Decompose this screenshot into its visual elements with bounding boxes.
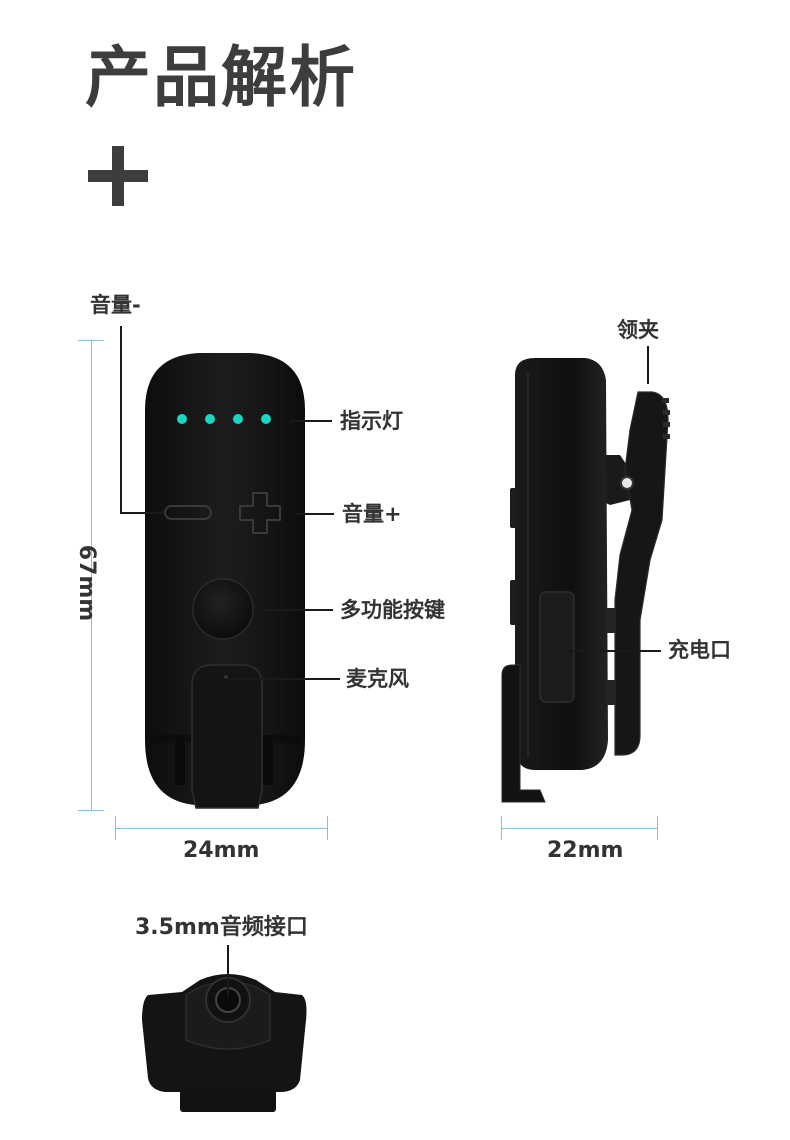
bottom-view-device xyxy=(142,974,307,1112)
multi-button-leader xyxy=(265,609,333,611)
volume-down-leader-vertical xyxy=(120,326,122,514)
audio-jack-leader xyxy=(227,945,229,995)
front-width-dimension-line xyxy=(115,828,328,829)
indicator-label: 指示灯 xyxy=(340,409,403,433)
indicator-leds xyxy=(177,414,271,424)
side-width-cap-left xyxy=(501,816,502,840)
multi-button-label: 多功能按键 xyxy=(340,598,445,622)
side-width-dimension-line xyxy=(501,828,658,829)
side-width-label: 22mm xyxy=(547,838,624,863)
volume-up-leader xyxy=(296,513,334,515)
microphone-leader xyxy=(230,678,340,680)
microphone-label: 麦克风 xyxy=(346,667,409,691)
front-width-cap-right xyxy=(327,816,328,840)
collar-clip-leader xyxy=(647,346,649,384)
charging-port-label: 充电口 xyxy=(668,638,731,662)
front-view-device xyxy=(145,353,305,809)
front-width-cap-left xyxy=(115,816,116,840)
indicator-leader xyxy=(290,420,332,422)
side-width-cap-right xyxy=(657,816,658,840)
height-dimension-label: 67mm xyxy=(74,544,100,622)
audio-jack-label: 3.5mm音频接口 xyxy=(135,915,308,940)
side-view-device xyxy=(501,358,670,803)
height-dimension-line xyxy=(91,340,92,810)
volume-down-label: 音量- xyxy=(90,293,141,317)
front-width-label: 24mm xyxy=(183,838,260,863)
collar-clip-label: 领夹 xyxy=(617,318,659,342)
charging-port-leader xyxy=(565,650,661,652)
page-title: 产品解析 xyxy=(85,39,357,116)
plus-icon xyxy=(88,146,148,206)
height-dimension-cap-bottom xyxy=(78,810,104,811)
height-dimension-cap-top xyxy=(78,340,104,341)
volume-down-leader-horizontal xyxy=(120,512,162,514)
volume-up-label: 音量+ xyxy=(342,502,402,526)
